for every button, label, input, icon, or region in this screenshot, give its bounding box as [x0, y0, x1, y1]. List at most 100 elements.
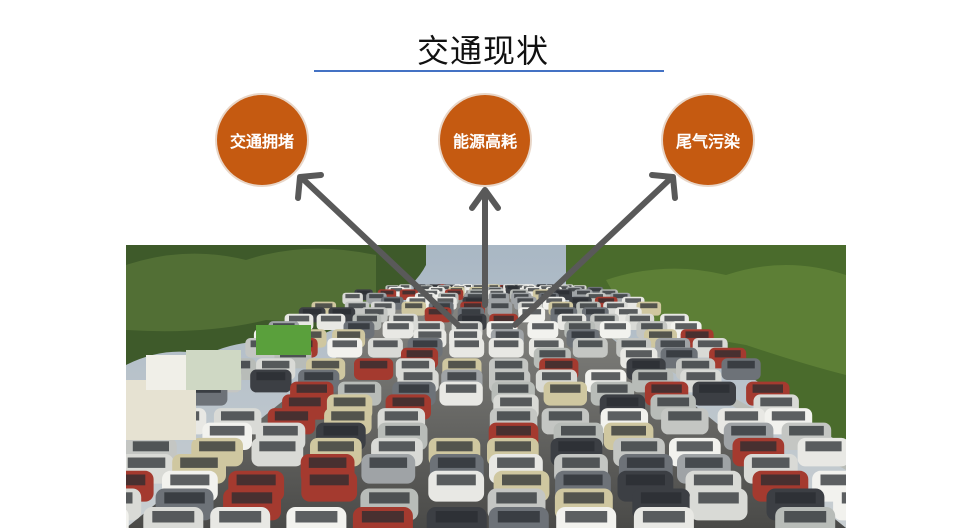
- car-window: [495, 372, 525, 381]
- car-window: [550, 384, 581, 393]
- car-window: [256, 372, 286, 381]
- car-window: [437, 298, 454, 303]
- car-window: [660, 340, 685, 348]
- car-window: [441, 294, 456, 299]
- car-window: [494, 441, 531, 452]
- arrow-head-pollution: [649, 172, 678, 201]
- car-window: [356, 315, 377, 322]
- car-window: [424, 290, 438, 295]
- car-window: [357, 290, 371, 295]
- car-window: [418, 331, 442, 338]
- car-window: [500, 397, 532, 407]
- car-window: [554, 309, 574, 315]
- car-window: [561, 425, 596, 436]
- car-window: [126, 492, 133, 504]
- car-window: [534, 340, 559, 348]
- car-window: [496, 492, 537, 504]
- car-window: [562, 457, 600, 468]
- car-window: [572, 298, 589, 303]
- car-window: [731, 425, 766, 436]
- page-title: 交通现状: [416, 32, 549, 70]
- car-window: [571, 331, 595, 338]
- car-window: [428, 309, 448, 315]
- car-window: [621, 340, 646, 348]
- car-window: [491, 303, 509, 309]
- car-window: [448, 360, 476, 369]
- car-window: [545, 360, 573, 369]
- car-window: [359, 360, 388, 369]
- car-window: [578, 340, 603, 348]
- car-window: [465, 298, 482, 303]
- car-window: [546, 298, 563, 303]
- car-window: [295, 511, 338, 523]
- car-window: [126, 474, 146, 486]
- car-window: [390, 288, 403, 292]
- bubble-exhaust-pollution: 尾气污染: [663, 95, 753, 185]
- car-window: [638, 372, 668, 381]
- car-window: [387, 323, 409, 330]
- car-window: [558, 441, 595, 452]
- car-window: [412, 340, 438, 348]
- car-window: [331, 411, 365, 421]
- car-window: [760, 474, 800, 486]
- car-window: [685, 457, 723, 468]
- car-window: [348, 303, 366, 309]
- car-window: [640, 492, 682, 504]
- car-window: [760, 397, 793, 407]
- car-window: [740, 441, 777, 452]
- car-window: [497, 457, 535, 468]
- title-underline: [314, 70, 664, 72]
- car-window: [462, 315, 483, 322]
- car-window: [127, 457, 166, 468]
- car-window: [436, 441, 473, 452]
- car-window: [309, 474, 349, 486]
- car-window: [332, 340, 357, 348]
- car-window: [586, 309, 605, 315]
- car-window: [259, 441, 296, 452]
- car-window: [401, 360, 430, 369]
- car-window: [374, 303, 392, 309]
- arrow-head-congestion: [295, 172, 324, 201]
- car-window: [698, 492, 739, 504]
- car-window: [384, 298, 400, 303]
- car-window: [308, 457, 347, 468]
- car-window: [405, 303, 423, 309]
- car-window: [364, 309, 384, 315]
- car-window: [409, 298, 426, 303]
- car-window: [775, 492, 816, 504]
- car-window: [664, 315, 685, 322]
- car-window: [398, 384, 430, 393]
- car-window: [686, 372, 716, 381]
- car-window: [498, 384, 529, 393]
- car-window: [385, 425, 420, 436]
- car-window: [463, 285, 471, 288]
- car-window: [491, 323, 513, 330]
- car-window: [675, 323, 697, 330]
- car-window: [591, 372, 621, 381]
- car-window: [496, 425, 531, 436]
- car-window: [604, 323, 626, 330]
- car-window: [556, 290, 570, 295]
- car-window: [676, 441, 713, 452]
- car-window: [557, 286, 568, 290]
- car-window: [317, 441, 354, 452]
- bubble-traffic-congestion: 交通拥堵: [217, 95, 307, 185]
- car-window: [333, 397, 366, 407]
- car-window: [514, 294, 529, 299]
- car-window: [532, 323, 554, 330]
- car-window: [668, 411, 702, 421]
- car-window: [495, 331, 519, 338]
- car-window: [320, 315, 342, 322]
- car-window: [437, 457, 476, 468]
- car-window: [392, 397, 425, 407]
- car-window: [666, 350, 693, 358]
- car-window: [561, 315, 583, 322]
- car-window: [345, 294, 360, 299]
- arrow-to-congestion: [301, 177, 461, 328]
- car-window: [820, 474, 846, 486]
- car-window: [454, 331, 478, 338]
- bubble-label: 尾气污染: [675, 132, 740, 151]
- car-window: [548, 411, 583, 421]
- car-window: [657, 397, 690, 407]
- car-window: [180, 457, 218, 468]
